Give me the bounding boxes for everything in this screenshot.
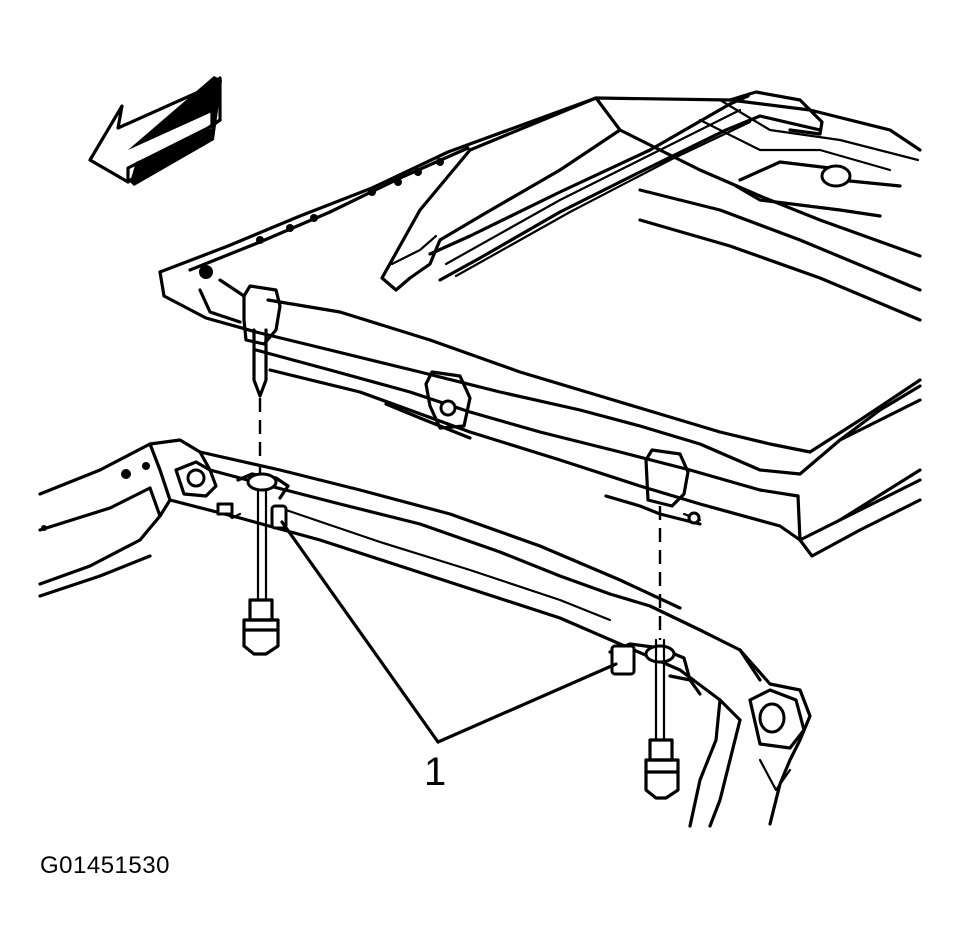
bolt-left-upper [252, 328, 268, 398]
callout-leader-lines [280, 520, 618, 744]
mounting-holes [199, 158, 444, 279]
sunroof-module [158, 90, 922, 558]
vehicle-roof-frame [38, 438, 812, 828]
direction-arrow-icon [88, 76, 222, 186]
bolt-left [242, 488, 280, 656]
figure-id: G01451530 [40, 852, 170, 879]
clip-fastener-right [608, 642, 702, 696]
callout-label-1: 1 [424, 750, 447, 794]
bolt-right [644, 638, 680, 800]
